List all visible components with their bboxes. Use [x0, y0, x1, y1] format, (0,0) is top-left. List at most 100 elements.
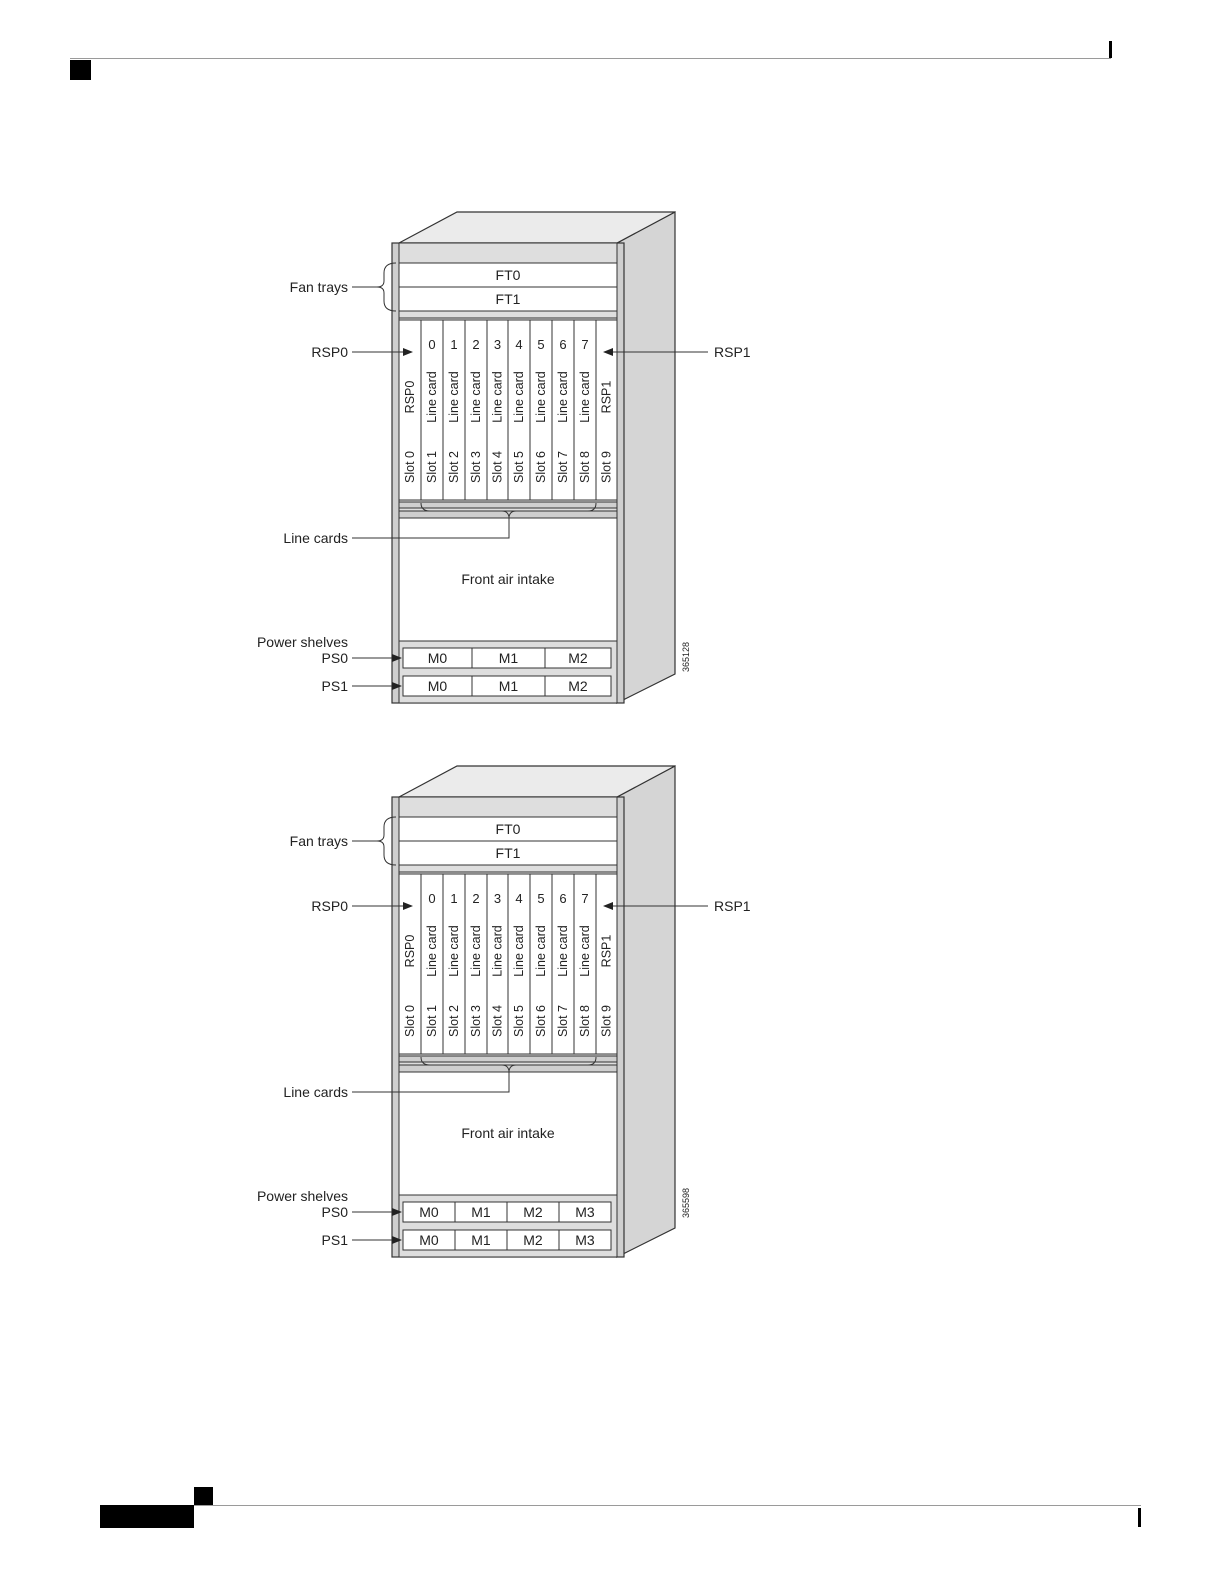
power-module-label: M2 — [568, 678, 588, 694]
callout-fan-trays: Fan trays — [290, 279, 348, 295]
slot-number: 3 — [494, 337, 501, 352]
callout-rsp1: RSP1 — [714, 898, 751, 914]
power-module-label: M0 — [419, 1232, 439, 1248]
slot-card-name: Line card — [534, 371, 548, 422]
power-module-label: M1 — [499, 650, 519, 666]
slot-card-name: Line card — [447, 925, 461, 976]
fan-tray-0 — [398, 816, 618, 842]
power-module-label: M1 — [499, 678, 519, 694]
slot-card-name: Line card — [512, 371, 526, 422]
air-intake-label: Front air intake — [461, 571, 555, 587]
slot-number: 3 — [494, 891, 501, 906]
power-module-label: M0 — [428, 650, 448, 666]
slot-name: Slot 4 — [491, 451, 505, 483]
rsp1-arrow-head — [603, 348, 613, 356]
figure-id: 365128 — [681, 642, 691, 672]
footer-rule — [194, 1505, 1141, 1506]
figure-id: 365598 — [681, 1188, 691, 1218]
fan-tray-0 — [398, 262, 618, 288]
slot-card-name: Line card — [534, 925, 548, 976]
callout-ps1: PS1 — [322, 1232, 349, 1248]
fan-tray-label: FT1 — [496, 845, 521, 861]
fan-tray-label: FT0 — [496, 821, 521, 837]
power-module-label: M1 — [471, 1204, 491, 1220]
slot-card-name: Line card — [556, 925, 570, 976]
slot-name: Slot 3 — [469, 1005, 483, 1037]
power-module-label: M0 — [428, 678, 448, 694]
fan-tray-label: FT1 — [496, 291, 521, 307]
power-module-label: M2 — [523, 1204, 543, 1220]
slot-number: 5 — [537, 337, 544, 352]
slot-name: Slot 6 — [534, 451, 548, 483]
ps1-arrow-head — [392, 1236, 402, 1244]
line-cards-leader — [352, 1071, 510, 1093]
power-module-label: M3 — [575, 1204, 595, 1220]
slot-number: 0 — [428, 337, 435, 352]
slot-name: Slot 0 — [403, 1005, 417, 1037]
callout-ps1: PS1 — [322, 678, 349, 694]
chassis-side-panel — [616, 764, 676, 1258]
slot-card-name: Line card — [578, 371, 592, 422]
rsp1-arrow-head — [603, 902, 613, 910]
slot-number: 5 — [537, 891, 544, 906]
slot-name: Slot 7 — [556, 451, 570, 483]
slot-name: Slot 2 — [447, 451, 461, 483]
fan-tray-label: FT0 — [496, 267, 521, 283]
ps1-arrow-head — [392, 682, 402, 690]
slot-name: Slot 5 — [512, 1005, 526, 1037]
slot-name: Slot 8 — [578, 451, 592, 483]
slot-card-name: Line card — [425, 371, 439, 422]
slot-name: Slot 0 — [403, 451, 417, 483]
slot-number: 6 — [559, 337, 566, 352]
slot-number: 6 — [559, 891, 566, 906]
slot-9 — [595, 873, 618, 1055]
slot-name: Slot 9 — [600, 451, 614, 483]
power-shelf-1 — [402, 675, 612, 697]
slot-card-name: Line card — [512, 925, 526, 976]
slot-number: 1 — [450, 337, 457, 352]
callout-ps0: PS0 — [322, 650, 349, 666]
ps0-arrow-head — [392, 654, 402, 662]
footer-marker — [194, 1487, 213, 1505]
slot-card-name: Line card — [491, 371, 505, 422]
header-rule — [70, 58, 1111, 59]
power-module-label: M3 — [575, 1232, 595, 1248]
slot-name: Slot 4 — [491, 1005, 505, 1037]
slot-card-name: Line card — [447, 371, 461, 422]
slot-name: Slot 1 — [425, 1005, 439, 1037]
cage-rail-1 — [398, 1055, 618, 1063]
slot-card-name: Line card — [469, 925, 483, 976]
callout-rsp0: RSP0 — [311, 898, 348, 914]
ps0-arrow-head — [392, 1208, 402, 1216]
slot-number: 4 — [515, 337, 522, 352]
slot-card-name: Line card — [469, 371, 483, 422]
slot-card-name: Line card — [556, 371, 570, 422]
slot-number: 7 — [581, 337, 588, 352]
slot-number: 4 — [515, 891, 522, 906]
footer-tick — [1138, 1508, 1141, 1527]
power-module-label: M2 — [568, 650, 588, 666]
callout-ps0: PS0 — [322, 1204, 349, 1220]
callout-line-cards: Line cards — [283, 1084, 348, 1100]
slot-name: Slot 2 — [447, 1005, 461, 1037]
line-cards-leader — [352, 517, 510, 539]
slot-number: 7 — [581, 891, 588, 906]
slot-name: Slot 6 — [534, 1005, 548, 1037]
slot-name: Slot 5 — [512, 451, 526, 483]
power-module-label: M2 — [523, 1232, 543, 1248]
callout-power-shelves: Power shelves — [257, 1188, 348, 1204]
header-marker — [70, 60, 91, 80]
slot-9 — [595, 319, 618, 501]
slot-number: 2 — [472, 891, 479, 906]
chassis-side-panel — [616, 210, 676, 704]
slot-name: Slot 1 — [425, 451, 439, 483]
slot-card-name: RSP0 — [403, 935, 417, 968]
power-shelf-0 — [402, 647, 612, 669]
footer-page-bar — [100, 1505, 194, 1528]
callout-rsp0: RSP0 — [311, 344, 348, 360]
rsp0-arrow-head — [403, 902, 413, 910]
power-module-label: M1 — [471, 1232, 491, 1248]
slot-number: 0 — [428, 891, 435, 906]
